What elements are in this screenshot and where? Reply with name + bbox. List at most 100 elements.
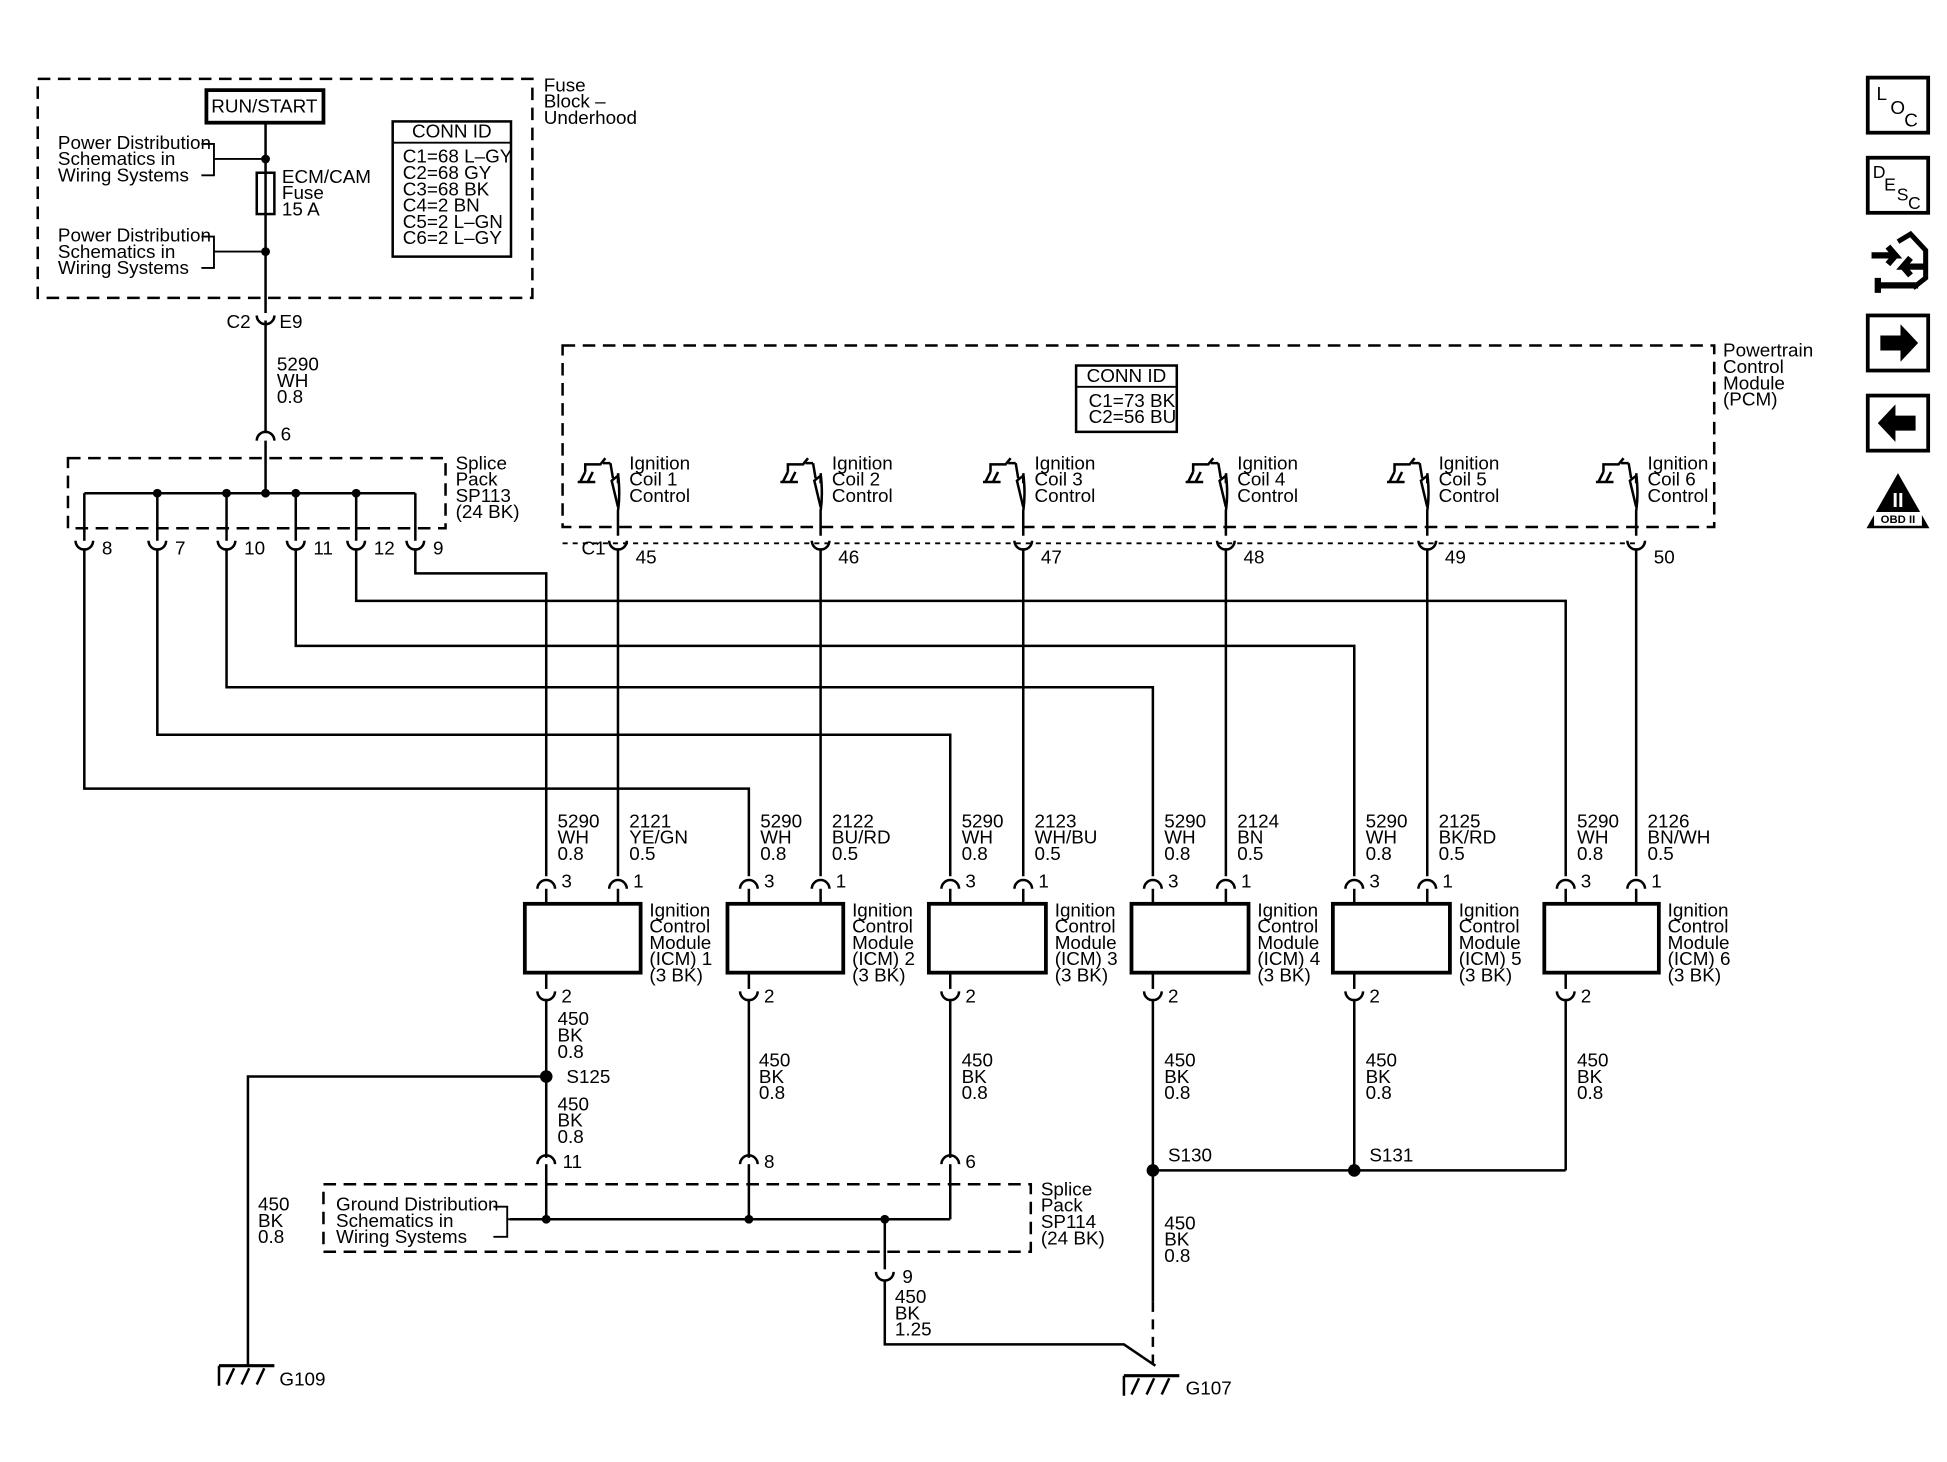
sp113-pin: 12 xyxy=(346,493,395,559)
svg-text:E: E xyxy=(1884,174,1896,194)
fuse-block-underhood: Fuse Block – Underhood RUN/START ECM/CAM… xyxy=(36,74,637,313)
toolbar: L O C D E S C xyxy=(1865,75,1931,529)
location-button[interactable]: L O C xyxy=(1865,75,1931,135)
svg-text:2: 2 xyxy=(561,986,571,1007)
svg-text:3: 3 xyxy=(1168,871,1178,892)
pcm-conn-id: CONN ID C1=73 BK C2=56 BU xyxy=(1074,364,1181,434)
sp113-pin: 8 xyxy=(74,493,112,559)
next-page-button[interactable] xyxy=(1865,313,1931,373)
icm-box xyxy=(926,901,1048,975)
svg-text:S: S xyxy=(1897,184,1909,204)
svg-text:D: D xyxy=(1873,162,1886,182)
svg-text:46: 46 xyxy=(838,546,859,567)
splice-s125 xyxy=(539,1070,553,1083)
svg-text:3: 3 xyxy=(965,871,975,892)
ground-g107-icon xyxy=(1122,1374,1180,1396)
icm-box xyxy=(1542,901,1661,975)
icm6-ground-wire-label: 450 BK 0.8 xyxy=(1577,1050,1614,1103)
svg-text:3: 3 xyxy=(1581,871,1591,892)
svg-text:49: 49 xyxy=(1445,546,1466,567)
svg-text:C: C xyxy=(1908,193,1921,213)
splice-pack-sp114: Splice Pack SP114 (24 BK) 11 8 6 xyxy=(322,1151,1105,1270)
svg-text:6: 6 xyxy=(281,424,291,445)
splice-s131 xyxy=(1347,1164,1361,1177)
arrow-left-icon xyxy=(1877,404,1916,442)
svg-text:12: 12 xyxy=(374,538,395,559)
svg-text:47: 47 xyxy=(1041,546,1062,567)
svg-text:O: O xyxy=(1890,97,1905,118)
description-button[interactable]: D E S C xyxy=(1865,155,1931,215)
powertrain-control-module: Powertrain Control Module (PCM) CONN ID … xyxy=(561,340,1813,567)
sp113-pin: 9 xyxy=(405,493,443,559)
previous-page-button[interactable] xyxy=(1865,393,1931,453)
svg-text:1: 1 xyxy=(1651,871,1661,892)
harness-wires xyxy=(83,548,1638,877)
fuse-label: ECM/CAM Fuse 15 A xyxy=(282,166,376,219)
svg-text:10: 10 xyxy=(244,538,265,559)
svg-text:50: 50 xyxy=(1654,546,1675,567)
obd-ii-icon[interactable]: II OBD II xyxy=(1866,473,1930,529)
svg-text:9: 9 xyxy=(433,538,443,559)
svg-text:S130: S130 xyxy=(1168,1145,1212,1166)
run-start-label: RUN/START xyxy=(211,96,318,117)
svg-text:II: II xyxy=(1892,490,1903,512)
pcm-conn-c1: C1 xyxy=(581,538,605,559)
fuse-block-name: Fuse Block – Underhood xyxy=(544,74,637,127)
icm4-ground-wire-label: 450 BK 0.8 xyxy=(1164,1050,1201,1103)
icm-box xyxy=(1330,901,1452,975)
component-connector-icon[interactable] xyxy=(1871,230,1929,293)
svg-text:48: 48 xyxy=(1243,546,1264,567)
icm1-ground-wire-label: 450 BK 0.8 xyxy=(558,1008,595,1061)
icm-box xyxy=(522,901,643,975)
svg-text:C: C xyxy=(1904,109,1918,130)
splice-s130 xyxy=(1146,1164,1160,1177)
svg-text:45: 45 xyxy=(636,546,657,567)
ground-g109-icon xyxy=(217,1364,275,1386)
feed-wire-label: 5290 WH 0.8 xyxy=(277,354,324,407)
svg-text:G109: G109 xyxy=(279,1369,325,1390)
svg-text:C2: C2 xyxy=(227,311,251,332)
power-distribution-ref-2[interactable]: Power Distribution Schematics in Wiring … xyxy=(58,225,216,278)
svg-text:11: 11 xyxy=(313,538,333,559)
svg-text:S131: S131 xyxy=(1369,1145,1413,1166)
power-distribution-ref-1[interactable]: Power Distribution Schematics in Wiring … xyxy=(58,132,216,185)
icm-box xyxy=(725,901,846,975)
svg-text:9: 9 xyxy=(902,1266,912,1287)
icm3-ground-wire-label: 450 BK 0.8 xyxy=(962,1050,999,1103)
g109-wire-label: 450 BK 0.8 xyxy=(258,1194,295,1247)
svg-text:2: 2 xyxy=(764,986,774,1007)
sp114-out-wire-label: 450 BK 1.25 xyxy=(895,1286,932,1339)
svg-text:C1=68 L–GY C2=68 GY: C1=68 L–GY C2=68 GY C3=68 BK C4=2 BN C5=… xyxy=(403,146,518,248)
svg-text:C1=73 BK C2=56 BU: C1=73 BK C2=56 BU xyxy=(1089,390,1181,427)
svg-text:CONN ID: CONN ID xyxy=(412,121,492,142)
sp113-pin: 10 xyxy=(216,493,265,559)
svg-text:3: 3 xyxy=(1369,871,1379,892)
svg-text:3: 3 xyxy=(764,871,774,892)
svg-text:1: 1 xyxy=(1241,871,1251,892)
ground-distribution-ref[interactable]: Ground Distribution Schematics in Wiring… xyxy=(336,1194,504,1247)
